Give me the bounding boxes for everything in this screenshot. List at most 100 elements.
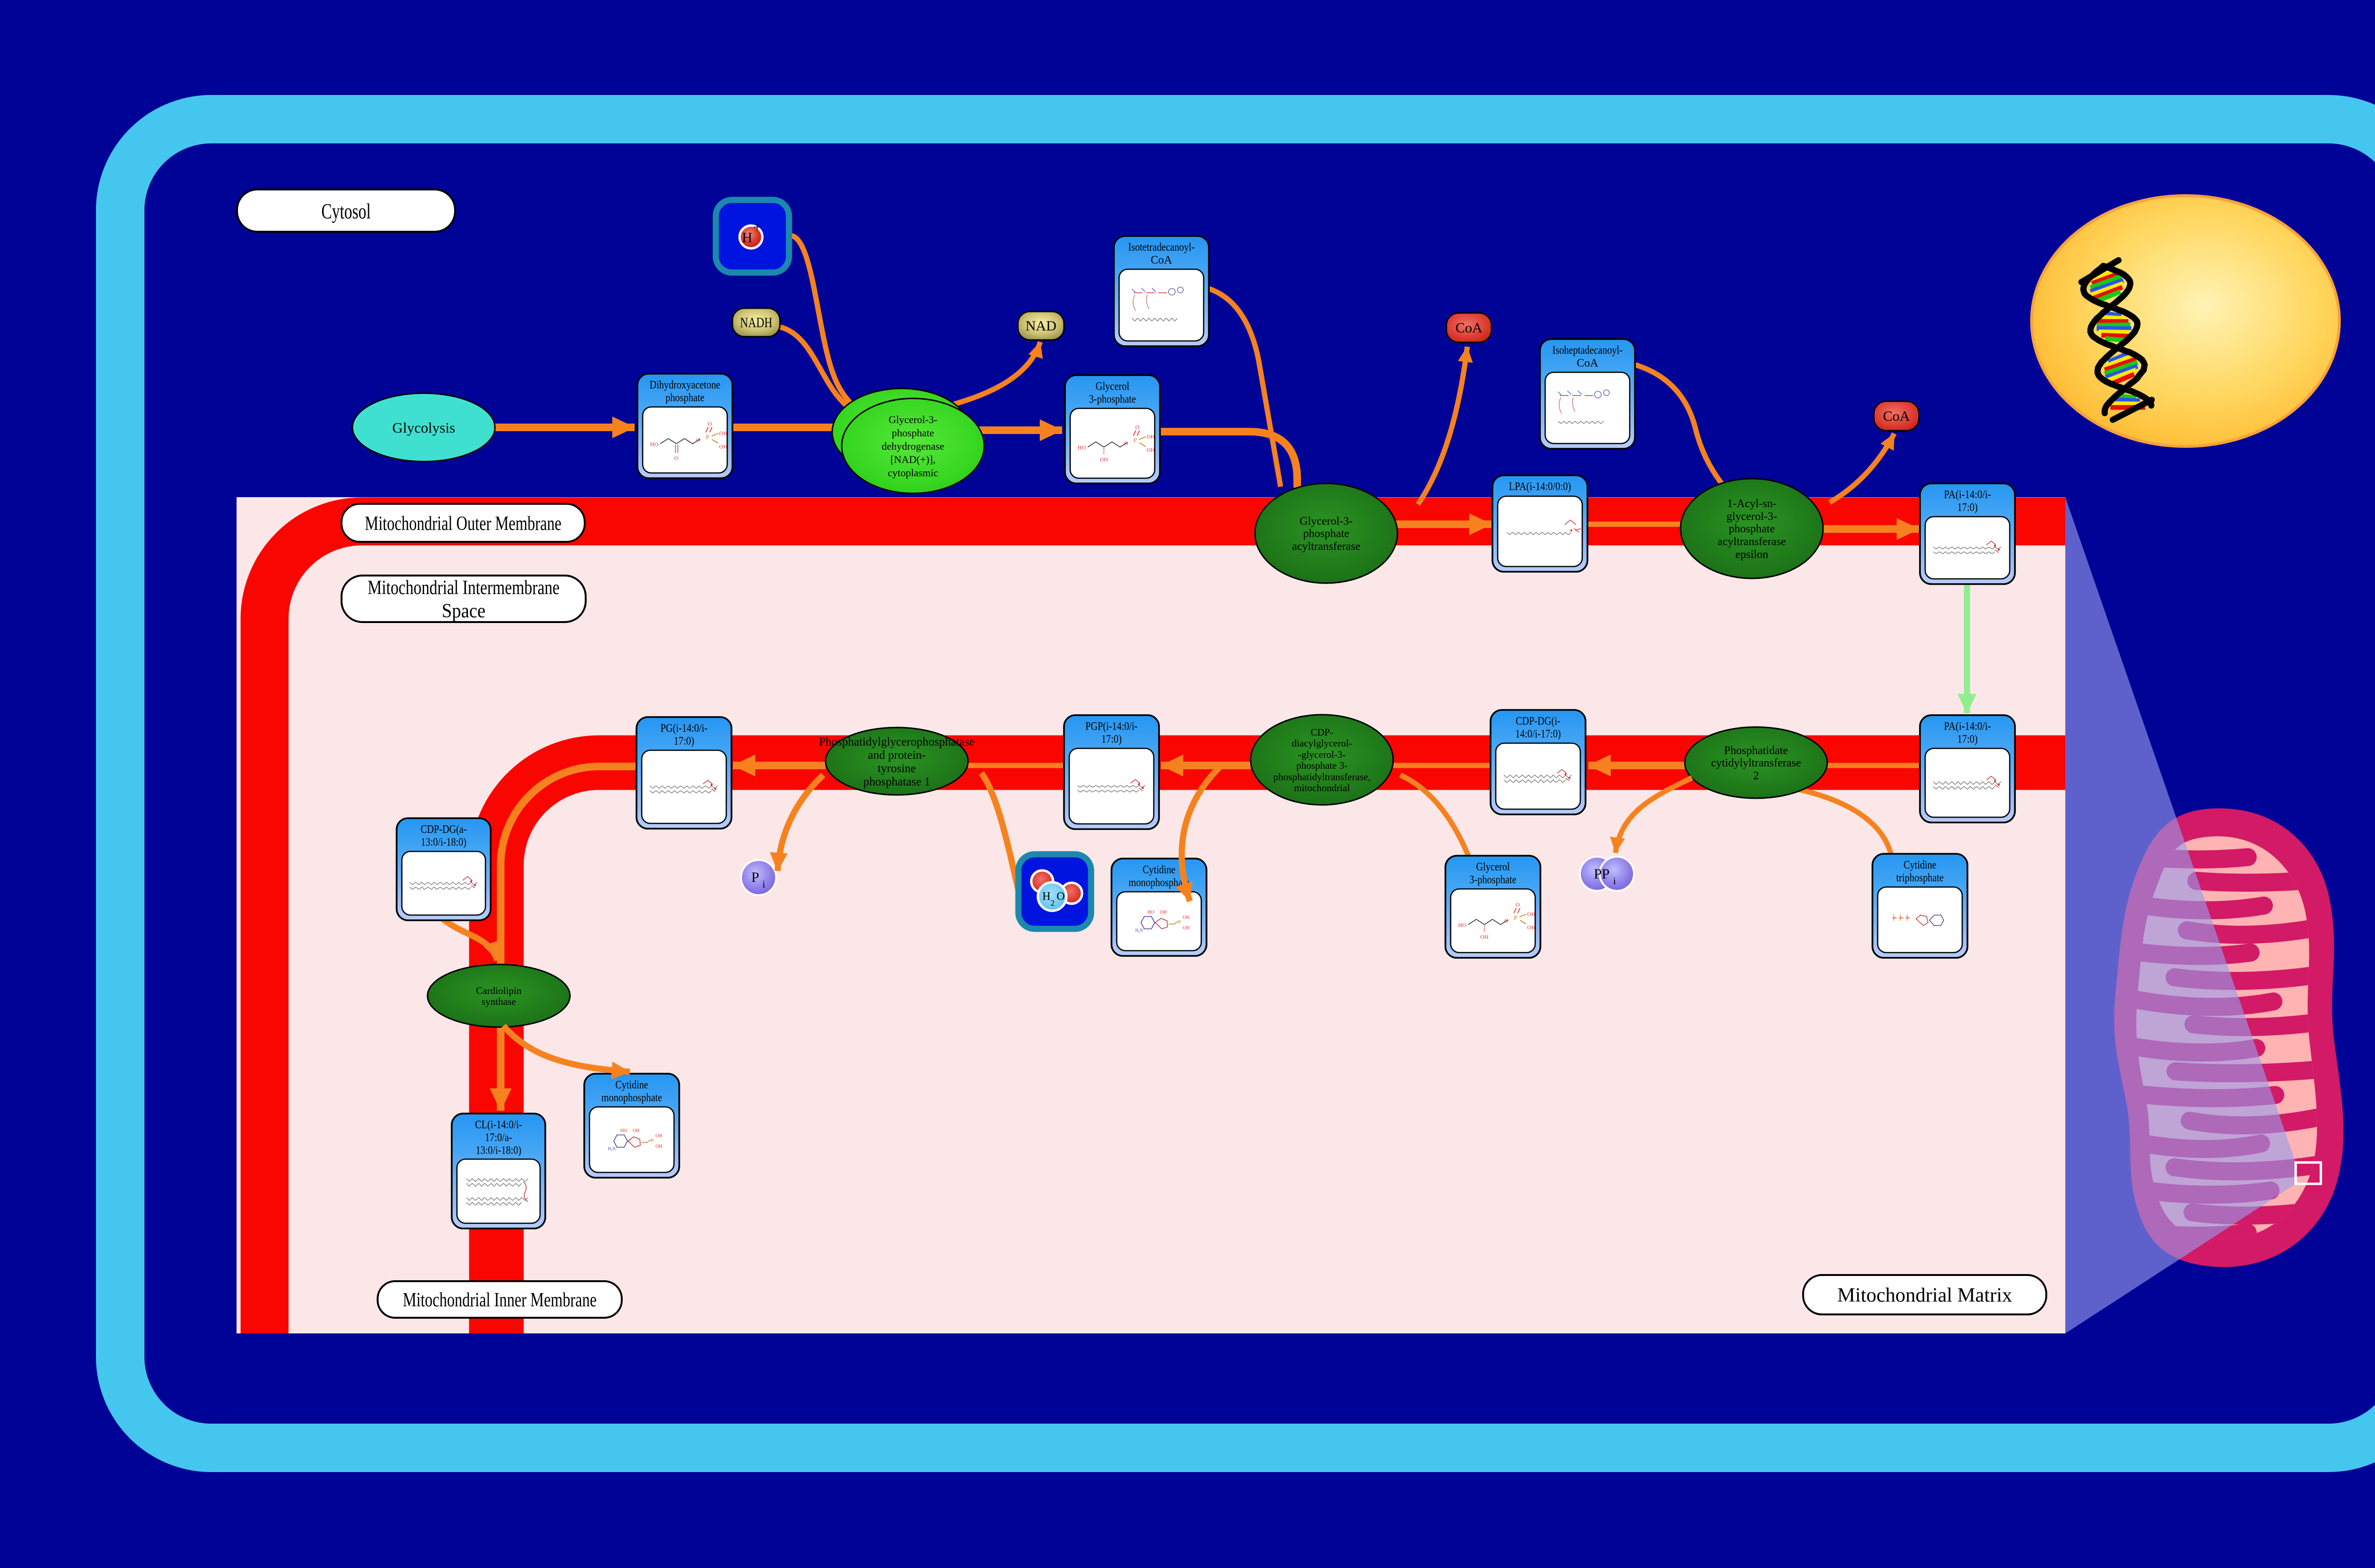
- svg-text:OH: OH: [633, 1128, 639, 1133]
- svg-text:Mitochondrial Inner Membrane: Mitochondrial Inner Membrane: [403, 1289, 597, 1311]
- svg-text:glycerol-3-: glycerol-3-: [1727, 510, 1777, 523]
- svg-text:Cytidine: Cytidine: [1904, 859, 1937, 871]
- svg-text:NAD: NAD: [1026, 318, 1056, 334]
- svg-text:CoA: CoA: [1577, 357, 1598, 369]
- svg-text:H: H: [1042, 890, 1050, 903]
- svg-text:phosphate: phosphate: [665, 392, 704, 404]
- svg-text:3-phosphate: 3-phosphate: [1089, 393, 1136, 406]
- svg-text:HO: HO: [650, 441, 659, 448]
- svg-text:O: O: [708, 421, 712, 427]
- svg-text:OH: OH: [719, 430, 728, 437]
- svg-text:CoA: CoA: [1455, 320, 1482, 336]
- svg-text:OH: OH: [1527, 911, 1536, 917]
- svg-text:epsilon: epsilon: [1735, 548, 1768, 561]
- svg-text:OH: OH: [719, 444, 728, 450]
- svg-text:CoA: CoA: [1883, 408, 1910, 424]
- svg-text:CDP-DG(i-: CDP-DG(i-: [1516, 715, 1560, 727]
- svg-text:P: P: [1514, 914, 1517, 921]
- svg-text:17:0): 17:0): [1957, 501, 1978, 514]
- svg-text:-glycerol-3-: -glycerol-3-: [1298, 749, 1346, 760]
- svg-text:Glycerol-3-: Glycerol-3-: [1300, 515, 1353, 528]
- svg-text:H₂N: H₂N: [608, 1146, 616, 1151]
- svg-text:OH: OH: [1183, 915, 1189, 920]
- svg-text:17:0): 17:0): [674, 735, 694, 747]
- svg-text:CDP-DG(a-: CDP-DG(a-: [421, 823, 467, 836]
- svg-text:Glycerol-3-: Glycerol-3-: [889, 414, 938, 425]
- svg-text:O: O: [1135, 424, 1140, 431]
- svg-text:O: O: [674, 455, 679, 462]
- svg-text:OH: OH: [1147, 434, 1155, 440]
- svg-text:Cardiolipin: Cardiolipin: [476, 985, 522, 996]
- svg-text:P: P: [751, 869, 760, 885]
- svg-text:Space: Space: [442, 600, 485, 622]
- svg-text:Mitochondrial Intermembrane: Mitochondrial Intermembrane: [368, 577, 560, 599]
- svg-text:dehydrogenase: dehydrogenase: [882, 440, 944, 452]
- svg-text:PG(i-14:0/i-: PG(i-14:0/i-: [661, 722, 708, 735]
- svg-text:17:0): 17:0): [1102, 733, 1122, 746]
- svg-text:[NAD(+)],: [NAD(+)],: [891, 453, 936, 465]
- svg-text:PA(i-14:0/i-: PA(i-14:0/i-: [1944, 720, 1991, 733]
- svg-text:HO: HO: [1458, 922, 1467, 928]
- svg-text:phosphate: phosphate: [1303, 528, 1349, 540]
- svg-text:Glycolysis: Glycolysis: [392, 419, 456, 436]
- svg-text:acyltransferase: acyltransferase: [1718, 536, 1786, 548]
- svg-text:diacylglycerol-: diacylglycerol-: [1292, 737, 1352, 749]
- svg-text:phosphatase 1: phosphatase 1: [864, 775, 931, 788]
- svg-text:triphosphate: triphosphate: [1896, 872, 1944, 884]
- svg-text:Phosphatidylglycerophosphatase: Phosphatidylglycerophosphatase: [819, 736, 975, 748]
- svg-text:synthase: synthase: [482, 996, 516, 1007]
- svg-text:2: 2: [1753, 770, 1759, 782]
- svg-text:O: O: [1504, 917, 1509, 924]
- svg-text:i: i: [1613, 875, 1616, 887]
- svg-text:O: O: [1124, 440, 1128, 447]
- svg-text:H₂N: H₂N: [1135, 928, 1143, 933]
- svg-text:CoA: CoA: [1150, 254, 1172, 266]
- svg-text:Mitochondrial Outer Membrane: Mitochondrial Outer Membrane: [365, 513, 561, 535]
- svg-text:Mitochondrial Matrix: Mitochondrial Matrix: [1837, 1285, 2012, 1306]
- svg-text:OH: OH: [1527, 924, 1536, 931]
- svg-text:LPA(i-14:0/0:0): LPA(i-14:0/0:0): [1509, 481, 1571, 493]
- svg-text:P: P: [1178, 919, 1181, 925]
- svg-text:and protein-: and protein-: [868, 749, 925, 762]
- svg-text:phosphatidyltransferase,: phosphatidyltransferase,: [1273, 771, 1371, 783]
- svg-text:mitochondrial: mitochondrial: [1294, 782, 1350, 793]
- svg-text:PA(i-14:0/i-: PA(i-14:0/i-: [1944, 489, 1991, 501]
- svg-text:monophosphate: monophosphate: [1129, 877, 1189, 889]
- svg-text:HO: HO: [1078, 444, 1086, 451]
- svg-text:Glycerol: Glycerol: [1096, 380, 1130, 393]
- svg-text:OH: OH: [1147, 447, 1155, 453]
- svg-text:17:0): 17:0): [1957, 733, 1978, 746]
- svg-text:OH: OH: [1160, 910, 1167, 915]
- svg-text:+: +: [753, 219, 761, 235]
- svg-text:Isoheptadecanoyl-: Isoheptadecanoyl-: [1552, 344, 1623, 357]
- svg-text:OH: OH: [1480, 934, 1489, 940]
- svg-text:monophosphate: monophosphate: [601, 1092, 662, 1104]
- svg-text:H: H: [742, 230, 752, 246]
- svg-text:OH: OH: [656, 1133, 662, 1139]
- svg-text:PGP(i-14:0/i-: PGP(i-14:0/i-: [1085, 720, 1138, 733]
- svg-text:HO: HO: [620, 1128, 627, 1133]
- svg-text:tyrosine: tyrosine: [878, 762, 916, 775]
- svg-text:Phosphatidate: Phosphatidate: [1724, 745, 1788, 757]
- svg-text:Dihydroxyacetone: Dihydroxyacetone: [650, 379, 721, 391]
- svg-text:cytoplasmic: cytoplasmic: [888, 467, 939, 479]
- svg-text:P: P: [651, 1138, 654, 1143]
- svg-text:OH: OH: [656, 1144, 662, 1149]
- svg-text:2: 2: [1051, 898, 1055, 907]
- svg-text:CDP-: CDP-: [1311, 727, 1333, 738]
- svg-text:P: P: [706, 434, 709, 441]
- svg-text:P: P: [1133, 437, 1137, 444]
- svg-text:CL(i-14:0/i-: CL(i-14:0/i-: [475, 1119, 522, 1131]
- svg-text:17:0/a-: 17:0/a-: [485, 1132, 512, 1144]
- svg-text:NADH: NADH: [740, 315, 772, 331]
- svg-text:OH: OH: [1100, 456, 1108, 463]
- svg-text:Cytidine: Cytidine: [616, 1079, 648, 1091]
- svg-text:Glycerol: Glycerol: [1476, 861, 1510, 873]
- svg-text:OH: OH: [1183, 926, 1189, 931]
- svg-text:13:0/i-18:0): 13:0/i-18:0): [421, 836, 466, 849]
- svg-text:Cytidine: Cytidine: [1143, 864, 1176, 876]
- svg-text:3-phosphate: 3-phosphate: [1470, 874, 1517, 886]
- svg-text:O: O: [1516, 901, 1520, 908]
- svg-text:Isotetradecanoyl-: Isotetradecanoyl-: [1128, 241, 1195, 254]
- svg-text:phosphate: phosphate: [892, 427, 934, 439]
